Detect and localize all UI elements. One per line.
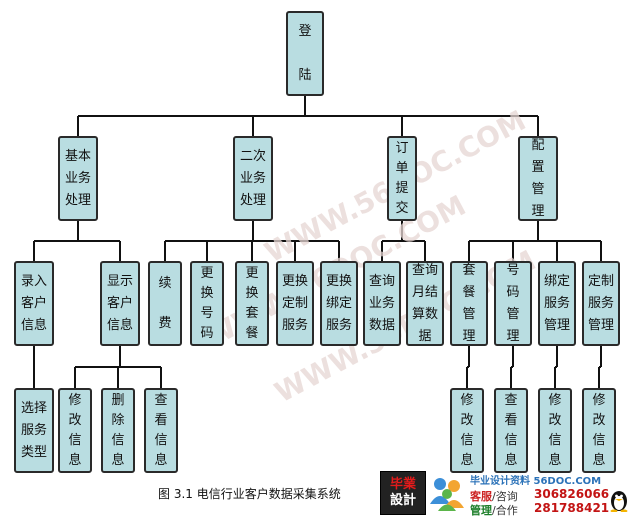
node-number-mgmt: 号 码 管 理 [494, 261, 532, 346]
service-number: 306826066 [534, 487, 610, 501]
node-label: 录入 客户 信息 [20, 273, 47, 333]
logo-line-2: 設計 [389, 493, 416, 508]
penguin-icon [610, 491, 628, 512]
node-label: 续 费 [158, 275, 172, 331]
node-secondary: 二次 业务 处理 [233, 136, 273, 221]
node-label: 更 换 套 餐 [245, 265, 259, 341]
node-label: 选择 服务 类型 [20, 400, 47, 460]
node-label: 显示 客户 信息 [106, 273, 133, 333]
node-change-bind: 更换 绑定 服务 [320, 261, 358, 346]
node-package-mgmt: 套 餐 管 理 [450, 261, 488, 346]
node-renew: 续 费 [148, 261, 182, 346]
node-label: 配 置 管 理 [531, 137, 545, 219]
people-icon [430, 478, 464, 511]
node-label: 二次 业务 处理 [239, 148, 266, 208]
node-package-modify: 修 改 信 息 [450, 388, 484, 473]
node-label: 修 改 信 息 [592, 392, 606, 468]
site-name: 毕业设计资料 56DOC.COM [470, 476, 602, 487]
node-basic: 基本 业务 处理 [58, 136, 98, 221]
management-label: 管理/合作 [470, 504, 518, 517]
node-label: 删 除 信 息 [111, 392, 125, 468]
node-delete-info: 删 除 信 息 [101, 388, 135, 473]
node-label: 查 看 信 息 [504, 392, 518, 468]
node-label: 查询 业务 数据 [368, 273, 395, 333]
node-change-package: 更 换 套 餐 [235, 261, 269, 346]
node-label: 登 陆 [298, 23, 312, 83]
node-label: 查询 月结 算数 据 [411, 262, 438, 344]
node-select-service: 选择 服务 类型 [14, 388, 54, 473]
service-label: 客服/咨询 [470, 490, 518, 503]
node-input: 录入 客户 信息 [14, 261, 54, 346]
connector-lines [33, 96, 602, 388]
node-label: 套 餐 管 理 [462, 262, 476, 344]
node-bind-modify: 修 改 信 息 [538, 388, 572, 473]
node-label: 修 改 信 息 [460, 392, 474, 468]
node-label: 订 单 提 交 [395, 140, 409, 216]
node-label: 基本 业务 处理 [64, 148, 91, 208]
node-query-monthly: 查询 月结 算数 据 [406, 261, 444, 346]
site-logo: 毕業 設計 [380, 471, 426, 515]
figure-caption: 图 3.1 电信行业客户数据采集系统 [158, 487, 341, 501]
node-view-info: 查 看 信 息 [144, 388, 178, 473]
node-label: 绑定 服务 管理 [543, 273, 570, 333]
node-root: 登 陆 [286, 11, 324, 96]
node-change-number: 更 换 号 码 [190, 261, 224, 346]
node-label: 定制 服务 管理 [587, 273, 614, 333]
node-change-custom: 更换 定制 服务 [276, 261, 314, 346]
node-label: 修 改 信 息 [548, 392, 562, 468]
logo-line-1: 毕業 [389, 477, 416, 492]
node-display: 显示 客户 信息 [100, 261, 140, 346]
node-config: 配 置 管 理 [518, 136, 558, 221]
node-label: 号 码 管 理 [506, 262, 520, 344]
node-query-business: 查询 业务 数据 [363, 261, 401, 346]
contact-info: 毕业设计资料 56DOC.COM 客服/咨询 306826066 管理/合作 2… [470, 472, 630, 517]
node-number-view: 查 看 信 息 [494, 388, 528, 473]
node-custom-modify: 修 改 信 息 [582, 388, 616, 473]
node-label: 查 看 信 息 [154, 392, 168, 468]
node-label: 更换 绑定 服务 [325, 273, 352, 333]
node-label: 修 改 信 息 [68, 392, 82, 468]
management-number: 281788421 [534, 501, 610, 515]
node-modify-info: 修 改 信 息 [58, 388, 92, 473]
node-label: 更 换 号 码 [200, 265, 214, 341]
node-bind-mgmt: 绑定 服务 管理 [538, 261, 576, 346]
node-order: 订 单 提 交 [387, 136, 417, 221]
node-label: 更换 定制 服务 [281, 273, 308, 333]
node-custom-mgmt: 定制 服务 管理 [582, 261, 620, 346]
